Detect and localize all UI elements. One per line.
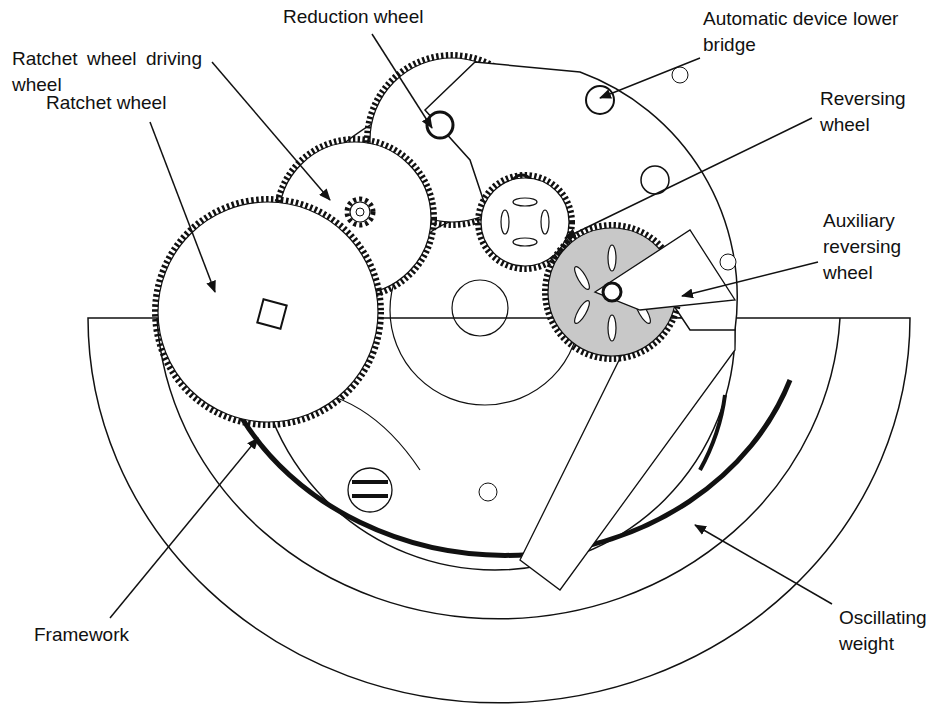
pinion-teeth [347, 199, 373, 225]
screw [348, 468, 392, 512]
weight-rim [700, 395, 725, 470]
part-label: Automatic device lower bridge [703, 6, 923, 58]
bridge-arm [595, 230, 735, 310]
hole [586, 86, 614, 114]
screw-slot [352, 482, 388, 496]
part-label: Ratchet wheel driving wheel [12, 46, 202, 98]
part-label: Auxiliary reversing wheel [823, 208, 923, 286]
weight-arm [520, 318, 735, 590]
square-hole [257, 299, 286, 328]
pinion [350, 202, 370, 222]
leader-lines [110, 34, 832, 618]
part-label: Ratchet wheel [46, 90, 226, 116]
pinion-arbor [356, 208, 364, 216]
hole [479, 483, 497, 501]
reversing-wheel-holes [501, 198, 549, 246]
hole [672, 67, 688, 83]
part-label: Framework [34, 622, 194, 648]
center-hole [452, 280, 508, 336]
hole [720, 254, 736, 270]
part-label: Reduction wheel [283, 4, 483, 30]
jewel [603, 283, 621, 301]
ratchet-wheel [158, 202, 378, 422]
part-label: Oscillating weight [839, 605, 923, 657]
ratchet-teeth [155, 199, 381, 425]
part-label: Reversing wheel [820, 86, 920, 138]
